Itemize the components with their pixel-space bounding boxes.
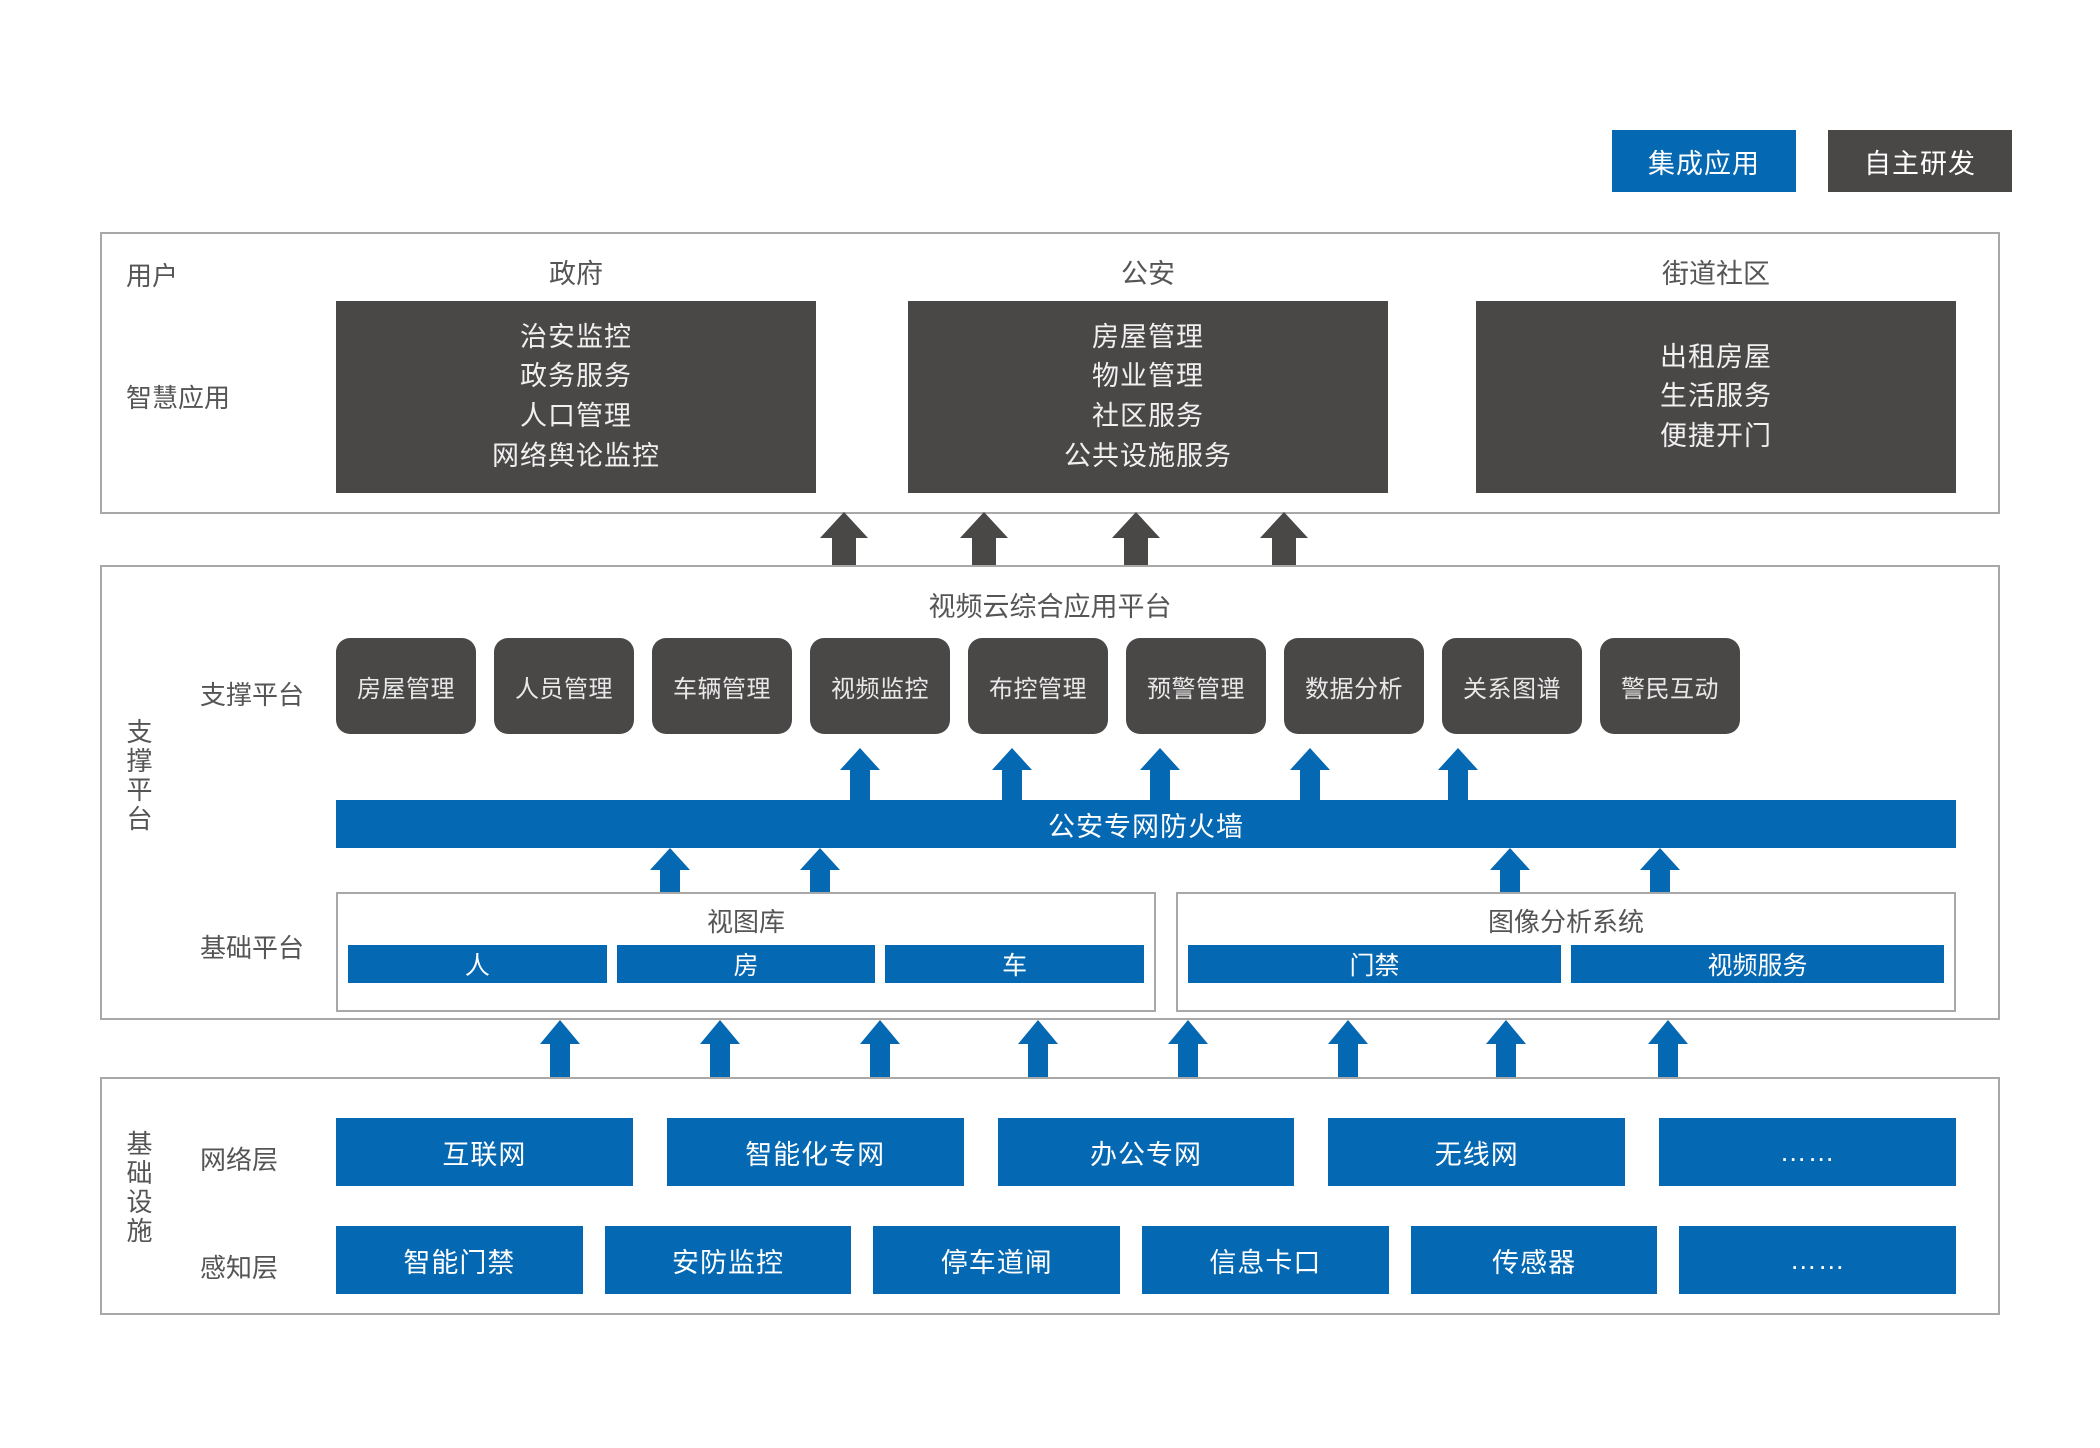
support-module-video-surveillance[interactable]: 视频监控 — [810, 638, 950, 734]
support-module-early-warning[interactable]: 预警管理 — [1126, 638, 1266, 734]
app-item: 治安监控 — [520, 321, 632, 352]
arrow-base-to-firewall — [650, 848, 1680, 900]
module-label: 关系图谱 — [1463, 675, 1561, 703]
base-item-house[interactable]: 房 — [616, 945, 876, 983]
legend-label: 集成应用 — [1648, 148, 1760, 179]
sensing-tile-parking-barrier[interactable]: 停车道闸 — [873, 1226, 1121, 1294]
network-layer-row: 互联网 智能化专网 办公专网 无线网 …… — [336, 1118, 1956, 1186]
legend-label: 自主研发 — [1864, 148, 1976, 179]
support-module-data-analysis[interactable]: 数据分析 — [1284, 638, 1424, 734]
legend-self-developed: 自主研发 — [1828, 130, 2012, 192]
sensing-tile-sensor[interactable]: 传感器 — [1410, 1226, 1658, 1294]
module-label: 警民互动 — [1621, 675, 1719, 703]
row-label-sensing-layer: 感知层 — [200, 1253, 279, 1283]
network-tile-intelligent-private-network[interactable]: 智能化专网 — [666, 1118, 964, 1186]
sensing-tile-information-checkpoint[interactable]: 信息卡口 — [1142, 1226, 1389, 1294]
base-item-label: 门禁 — [1349, 952, 1400, 980]
support-module-police-public-interaction[interactable]: 警民互动 — [1600, 638, 1740, 734]
firewall-label: 公安专网防火墙 — [1048, 811, 1244, 842]
sensing-tile-more[interactable]: …… — [1679, 1226, 1956, 1294]
row-label-support-platform: 支撑平台 — [200, 680, 305, 710]
app-group-box: 出租房屋 生活服务 便捷开门 — [1476, 301, 1956, 493]
base-group-items: 门禁 视频服务 — [1188, 945, 1944, 983]
row-label-network-layer: 网络层 — [200, 1145, 279, 1175]
tile-label: 互联网 — [442, 1139, 527, 1170]
network-tile-internet[interactable]: 互联网 — [336, 1118, 633, 1186]
tile-label: 停车道闸 — [940, 1247, 1053, 1278]
app-group-street-community: 街道社区 出租房屋 生活服务 便捷开门 — [1476, 252, 1956, 493]
sensing-tile-security-surveillance[interactable]: 安防监控 — [604, 1226, 852, 1294]
app-group-box: 治安监控 政务服务 人口管理 网络舆论监控 — [336, 301, 816, 493]
tile-label: 传感器 — [1492, 1247, 1577, 1278]
base-item-label: 车 — [1002, 952, 1028, 980]
base-item-label: 人 — [464, 952, 490, 980]
base-group-image-analysis: 图像分析系统 门禁 视频服务 — [1176, 892, 1956, 1012]
app-group-title: 街道社区 — [1662, 259, 1770, 289]
base-item-person[interactable]: 人 — [348, 945, 607, 983]
module-label: 房屋管理 — [357, 675, 455, 703]
app-group-box: 房屋管理 物业管理 社区服务 公共设施服务 — [908, 301, 1388, 493]
firewall-bar: 公安专网防火墙 — [336, 800, 1956, 848]
module-label: 人员管理 — [515, 675, 613, 703]
platform-title: 视频云综合应用平台 — [928, 592, 1172, 622]
base-item-vehicle[interactable]: 车 — [885, 945, 1145, 983]
support-module-personnel[interactable]: 人员管理 — [494, 638, 634, 734]
tile-label: …… — [1779, 1136, 1836, 1167]
app-item: 政务服务 — [520, 361, 632, 392]
app-item: 社区服务 — [1092, 401, 1204, 431]
support-module-deployment-control[interactable]: 布控管理 — [968, 638, 1108, 734]
tile-label: 信息卡口 — [1209, 1247, 1322, 1278]
base-item-label: 房 — [733, 952, 759, 980]
base-item-access-control[interactable]: 门禁 — [1188, 945, 1561, 983]
base-item-video-service[interactable]: 视频服务 — [1571, 945, 1944, 983]
app-group-title: 公安 — [1121, 259, 1175, 289]
arrow-firewall-to-support-modules — [840, 748, 1478, 800]
app-item: 房屋管理 — [1092, 321, 1204, 352]
module-label: 视频监控 — [831, 675, 929, 703]
base-group-title: 图像分析系统 — [1487, 907, 1644, 937]
app-group-government: 政府 治安监控 政务服务 人口管理 网络舆论监控 — [336, 252, 816, 493]
sensing-layer-row: 智能门禁 安防监控 停车道闸 信息卡口 传感器 …… — [336, 1226, 1956, 1294]
arrow-platform-to-application-group — [820, 512, 1308, 568]
tile-label: 智能化专网 — [745, 1139, 886, 1170]
arrow-infrastructure-to-base-platform — [540, 1020, 1688, 1078]
support-module-row: 房屋管理 人员管理 车辆管理 视频监控 布控管理 预警管理 数据分析 关系图谱 … — [336, 638, 1740, 734]
support-module-housing[interactable]: 房屋管理 — [336, 638, 476, 734]
app-item: 公共设施服务 — [1064, 440, 1232, 471]
base-group-items: 人 房 车 — [348, 945, 1145, 983]
row-label-users: 用户 — [126, 261, 179, 291]
module-label: 数据分析 — [1305, 675, 1403, 703]
network-tile-more[interactable]: …… — [1659, 1118, 1956, 1186]
section-label-infrastructure: 基础设施 — [123, 1130, 153, 1246]
app-group-title: 政府 — [549, 259, 603, 289]
section-label-support-platform: 支撑平台 — [123, 718, 153, 834]
sensing-tile-smart-access-control[interactable]: 智能门禁 — [336, 1226, 583, 1294]
app-item: 生活服务 — [1660, 381, 1772, 412]
network-tile-wireless-network[interactable]: 无线网 — [1328, 1118, 1626, 1186]
app-item: 物业管理 — [1092, 361, 1204, 392]
tile-label: 办公专网 — [1089, 1139, 1202, 1170]
network-tile-office-private-network[interactable]: 办公专网 — [997, 1118, 1295, 1186]
support-module-vehicle[interactable]: 车辆管理 — [652, 638, 792, 734]
module-label: 车辆管理 — [673, 675, 771, 703]
support-module-relationship-graph[interactable]: 关系图谱 — [1442, 638, 1582, 734]
base-group-title: 视图库 — [706, 907, 785, 937]
legend: 集成应用 自主研发 — [1612, 130, 2012, 192]
app-group-public-security: 公安 房屋管理 物业管理 社区服务 公共设施服务 — [908, 252, 1388, 493]
module-label: 布控管理 — [989, 675, 1087, 703]
tile-label: …… — [1789, 1244, 1846, 1275]
app-item: 人口管理 — [520, 401, 632, 431]
base-group-view-library: 视图库 人 房 车 — [336, 892, 1156, 1012]
row-label-base-platform: 基础平台 — [200, 933, 305, 963]
app-item: 网络舆论监控 — [492, 440, 660, 471]
tile-label: 无线网 — [1434, 1139, 1519, 1170]
app-item: 出租房屋 — [1660, 341, 1772, 372]
legend-integrated-application: 集成应用 — [1612, 130, 1796, 192]
tile-label: 安防监控 — [672, 1247, 785, 1278]
app-item: 便捷开门 — [1660, 420, 1772, 451]
row-label-smart-apps: 智慧应用 — [126, 383, 231, 413]
tile-label: 智能门禁 — [403, 1247, 516, 1278]
module-label: 预警管理 — [1147, 675, 1245, 703]
base-item-label: 视频服务 — [1707, 952, 1808, 980]
